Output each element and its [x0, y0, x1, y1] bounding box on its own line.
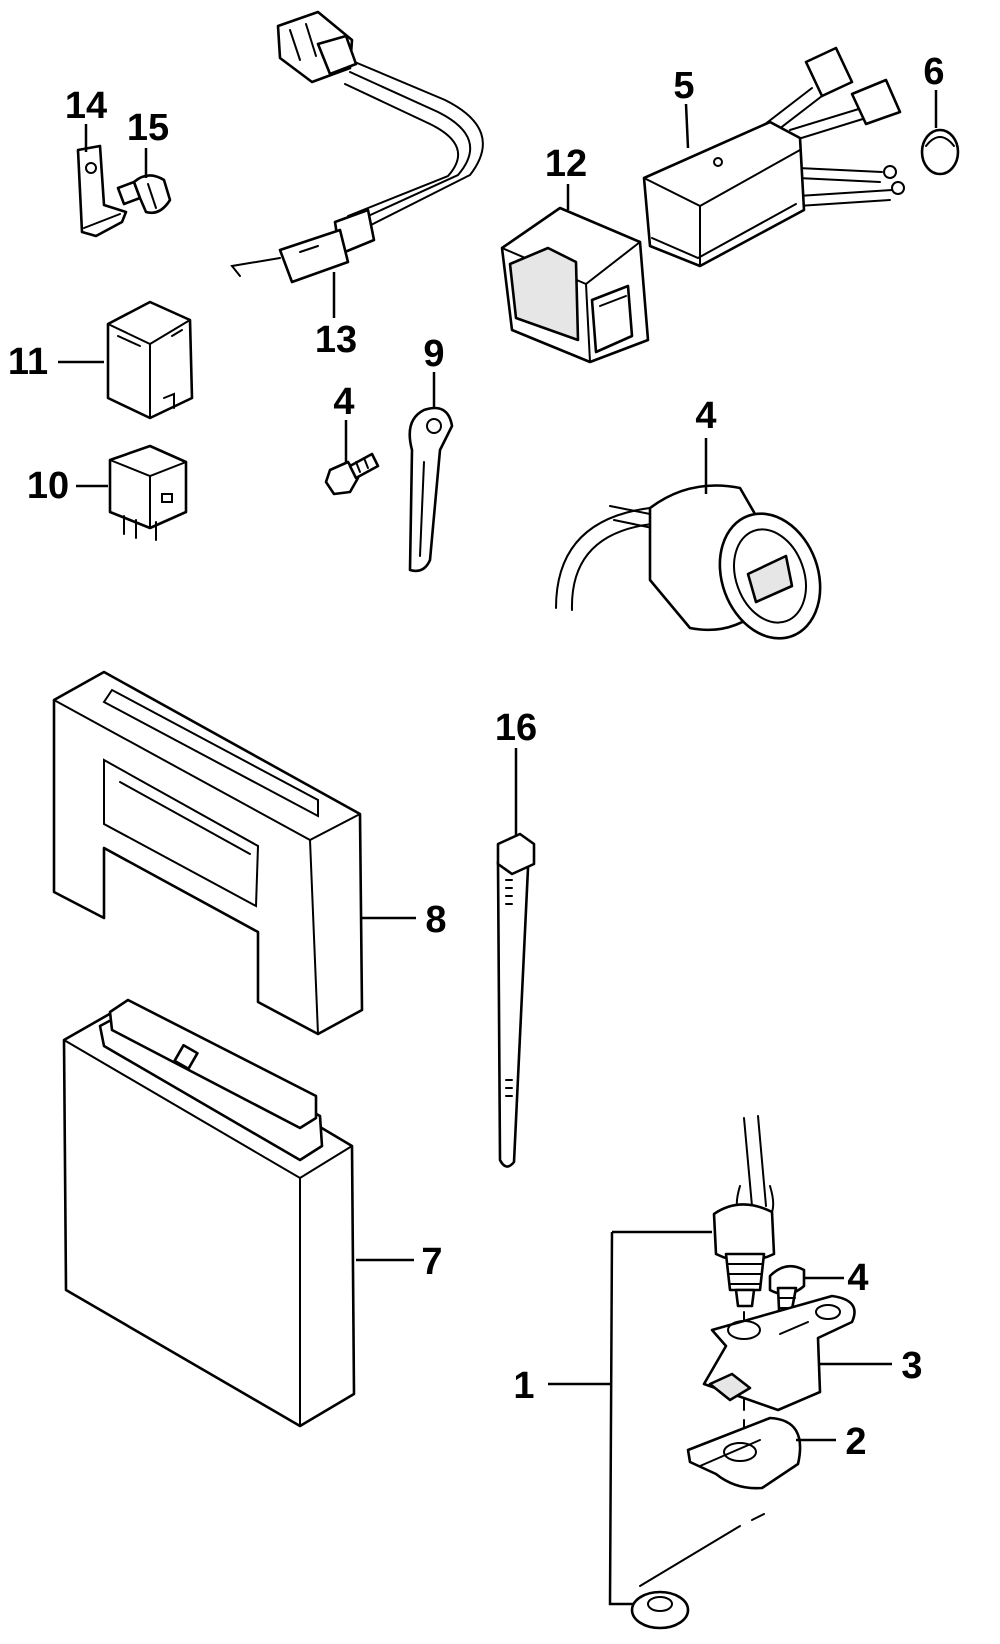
part-1-sensor [630, 1115, 776, 1630]
part-9-rubber-cover [52, 670, 364, 1036]
part-15-bracket [76, 144, 128, 238]
callout-labels: 14 15 13 12 5 6 11 10 4 9 4 16 8 7 4 3 2… [8, 51, 945, 1463]
part-10-strap [408, 406, 454, 573]
callout-5: 4 [695, 395, 716, 437]
callout-10: 9 [423, 333, 444, 375]
callout-9: 8 [425, 899, 446, 941]
callout-15: 14 [65, 85, 107, 127]
part-5-ignition-switch [555, 484, 822, 640]
part-17-cable-tie [496, 832, 536, 1168]
part-8-ecu [62, 998, 356, 1428]
callout-16: 15 [127, 107, 169, 149]
part-7-cap [920, 128, 960, 176]
callout-6: 5 [673, 65, 694, 107]
part-2-bracket [686, 1416, 802, 1490]
callout-7: 6 [923, 51, 944, 93]
callout-2: 2 [845, 1421, 866, 1463]
part-6-control-module [642, 46, 905, 268]
part-14-wire-harness [230, 10, 484, 284]
callout-11: 10 [27, 465, 69, 507]
leader-lines [58, 90, 938, 1606]
callout-17: 16 [495, 707, 537, 749]
callout-4-upper: 4 [333, 381, 354, 423]
callout-1: 1 [513, 1365, 534, 1407]
part-11-small-relay [108, 444, 188, 541]
callout-4-lower: 4 [847, 1257, 868, 1299]
callout-14: 13 [315, 319, 357, 361]
callout-13: 12 [545, 143, 587, 185]
part-13-relay-box [500, 206, 650, 364]
callout-12: 11 [8, 341, 48, 383]
part-16-bolt [116, 174, 172, 215]
callout-8: 7 [421, 1241, 442, 1283]
callout-3: 3 [901, 1345, 922, 1387]
part-3-mounting-plate [702, 1294, 856, 1412]
part-12-relay [106, 300, 194, 420]
part-4-bolt-upper [324, 452, 380, 496]
